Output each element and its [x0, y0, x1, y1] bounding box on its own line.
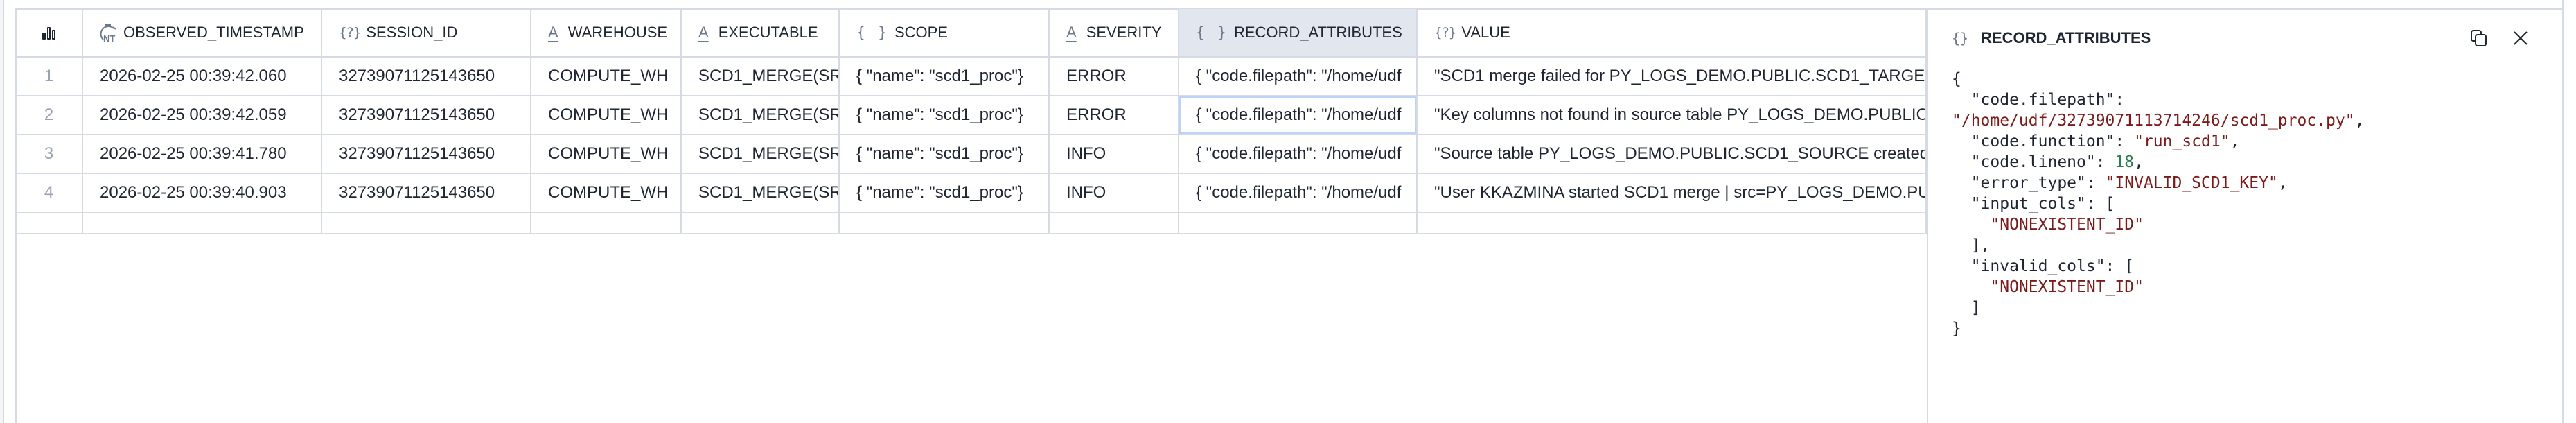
detail-panel: {} RECORD_ATTRIBUTES { "code.filepath": … [1927, 10, 2562, 423]
cell-warehouse[interactable]: COMPUTE_WH [531, 135, 682, 173]
cell-scope[interactable]: { "name": "scd1_proc"} [840, 135, 1050, 173]
cell-record-attributes[interactable]: { "code.filepath": "/home/udf [1179, 174, 1418, 212]
row-number-header[interactable] [16, 9, 83, 56]
variant-icon: {?} [339, 25, 361, 40]
cell-observed-timestamp[interactable]: 2026-02-25 00:39:40.903 [83, 174, 322, 212]
column-header-record-attributes[interactable]: { } RECORD_ATTRIBUTES [1179, 9, 1418, 56]
column-header-label: SCOPE [894, 24, 948, 41]
cell-scope[interactable]: { "name": "scd1_proc"} [840, 96, 1050, 134]
cell-record-attributes[interactable]: { "code.filepath": "/home/udf [1179, 135, 1418, 173]
object-icon: { } [1196, 24, 1228, 41]
left-gutter [0, 0, 3, 423]
cell-observed-timestamp[interactable]: 2026-02-25 00:39:42.060 [83, 58, 322, 95]
cell-warehouse[interactable]: COMPUTE_WH [531, 174, 682, 212]
column-header-label: SESSION_ID [366, 24, 458, 41]
cell-session-id[interactable]: 32739071125143650 [322, 58, 531, 95]
right-divider [2562, 0, 2564, 423]
empty-cell [682, 213, 840, 233]
empty-cell [83, 213, 322, 233]
column-header-session-id[interactable]: {?} SESSION_ID [322, 9, 531, 56]
column-header-label: VALUE [1461, 24, 1510, 41]
json-viewer[interactable]: { "code.filepath": "/home/udf/3273907111… [1952, 70, 2365, 338]
variant-icon: {?} [1434, 25, 1456, 40]
column-header-observed-timestamp[interactable]: NT OBSERVED_TIMESTAMP [83, 9, 322, 56]
column-header-executable[interactable]: A EXECUTABLE [682, 9, 840, 56]
row-number[interactable]: 1 [16, 58, 83, 95]
cell-scope[interactable]: { "name": "scd1_proc"} [840, 174, 1050, 212]
column-chart-icon [42, 26, 55, 40]
cell-value[interactable]: "SCD1 merge failed for PY_LOGS_DEMO.PUBL… [1418, 58, 1927, 95]
cell-severity[interactable]: INFO [1050, 135, 1179, 173]
copy-icon [2471, 30, 2487, 46]
cell-value[interactable]: "Source table PY_LOGS_DEMO.PUBLIC.SCD1_S… [1418, 135, 1927, 173]
empty-cell [322, 213, 531, 233]
close-icon [2514, 31, 2528, 45]
cell-value[interactable]: "User KKAZMINA started SCD1 merge | src=… [1418, 174, 1927, 212]
column-header-scope[interactable]: { } SCOPE [840, 9, 1050, 56]
column-header-label: WAREHOUSE [567, 24, 668, 41]
text-icon: A [548, 24, 558, 41]
column-header-severity[interactable]: A SEVERITY [1050, 9, 1179, 56]
row-number[interactable]: 2 [16, 96, 83, 134]
cell-observed-timestamp[interactable]: 2026-02-25 00:39:41.780 [83, 135, 322, 173]
cell-value[interactable]: "Key columns not found in source table P… [1418, 96, 1927, 134]
empty-cell [1179, 213, 1418, 233]
cell-executable[interactable]: SCD1_MERGE(SRC [682, 135, 840, 173]
cell-severity[interactable]: INFO [1050, 174, 1179, 212]
text-icon: A [1066, 24, 1077, 41]
column-header-warehouse[interactable]: A WAREHOUSE [531, 9, 682, 56]
column-header-label: OBSERVED_TIMESTAMP [123, 24, 304, 41]
detail-panel-header: {} RECORD_ATTRIBUTES [1952, 28, 2151, 49]
text-icon: A [698, 24, 709, 41]
empty-row [16, 213, 1927, 234]
empty-cell [1050, 213, 1179, 233]
timestamp-ntz-icon: NT [100, 23, 118, 42]
close-button[interactable] [2510, 28, 2531, 49]
cell-session-id[interactable]: 32739071125143650 [322, 96, 531, 134]
cell-executable[interactable]: SCD1_MERGE(SRC [682, 58, 840, 95]
cell-record-attributes[interactable]: { "code.filepath": "/home/udf [1179, 58, 1418, 95]
empty-cell [1418, 213, 1927, 233]
row-number[interactable]: 4 [16, 174, 83, 212]
empty-cell [16, 213, 83, 233]
column-header-value[interactable]: {?} VALUE [1418, 9, 1927, 56]
row-number[interactable]: 3 [16, 135, 83, 173]
cell-executable[interactable]: SCD1_MERGE(SRC [682, 96, 840, 134]
cell-session-id[interactable]: 32739071125143650 [322, 174, 531, 212]
empty-cell [531, 213, 682, 233]
cell-warehouse[interactable]: COMPUTE_WH [531, 58, 682, 95]
column-header-label: RECORD_ATTRIBUTES [1233, 24, 1402, 41]
column-header-label: SEVERITY [1086, 24, 1162, 41]
results-grid: NT OBSERVED_TIMESTAMP {?} SESSION_ID A WAREHO… [16, 9, 1927, 423]
cell-record-attributes[interactable]: { "code.filepath": "/home/udf [1179, 96, 1418, 134]
cell-warehouse[interactable]: COMPUTE_WH [531, 96, 682, 134]
cell-severity[interactable]: ERROR [1050, 58, 1179, 95]
detail-panel-title: RECORD_ATTRIBUTES [1981, 29, 2151, 46]
copy-button[interactable] [2469, 28, 2489, 49]
column-header-label: EXECUTABLE [718, 24, 818, 41]
cell-observed-timestamp[interactable]: 2026-02-25 00:39:42.059 [83, 96, 322, 134]
cell-executable[interactable]: SCD1_MERGE(SRC [682, 174, 840, 212]
cell-scope[interactable]: { "name": "scd1_proc"} [840, 58, 1050, 95]
empty-cell [840, 213, 1050, 233]
table-left-border [15, 8, 17, 423]
object-icon: {} [1952, 30, 1969, 46]
header-row: NT OBSERVED_TIMESTAMP {?} SESSION_ID A WAREHO… [16, 9, 1927, 58]
object-icon: { } [856, 24, 889, 41]
cell-session-id[interactable]: 32739071125143650 [322, 135, 531, 173]
left-divider [3, 0, 4, 423]
cell-severity[interactable]: ERROR [1050, 96, 1179, 134]
svg-text:NT: NT [103, 33, 115, 42]
